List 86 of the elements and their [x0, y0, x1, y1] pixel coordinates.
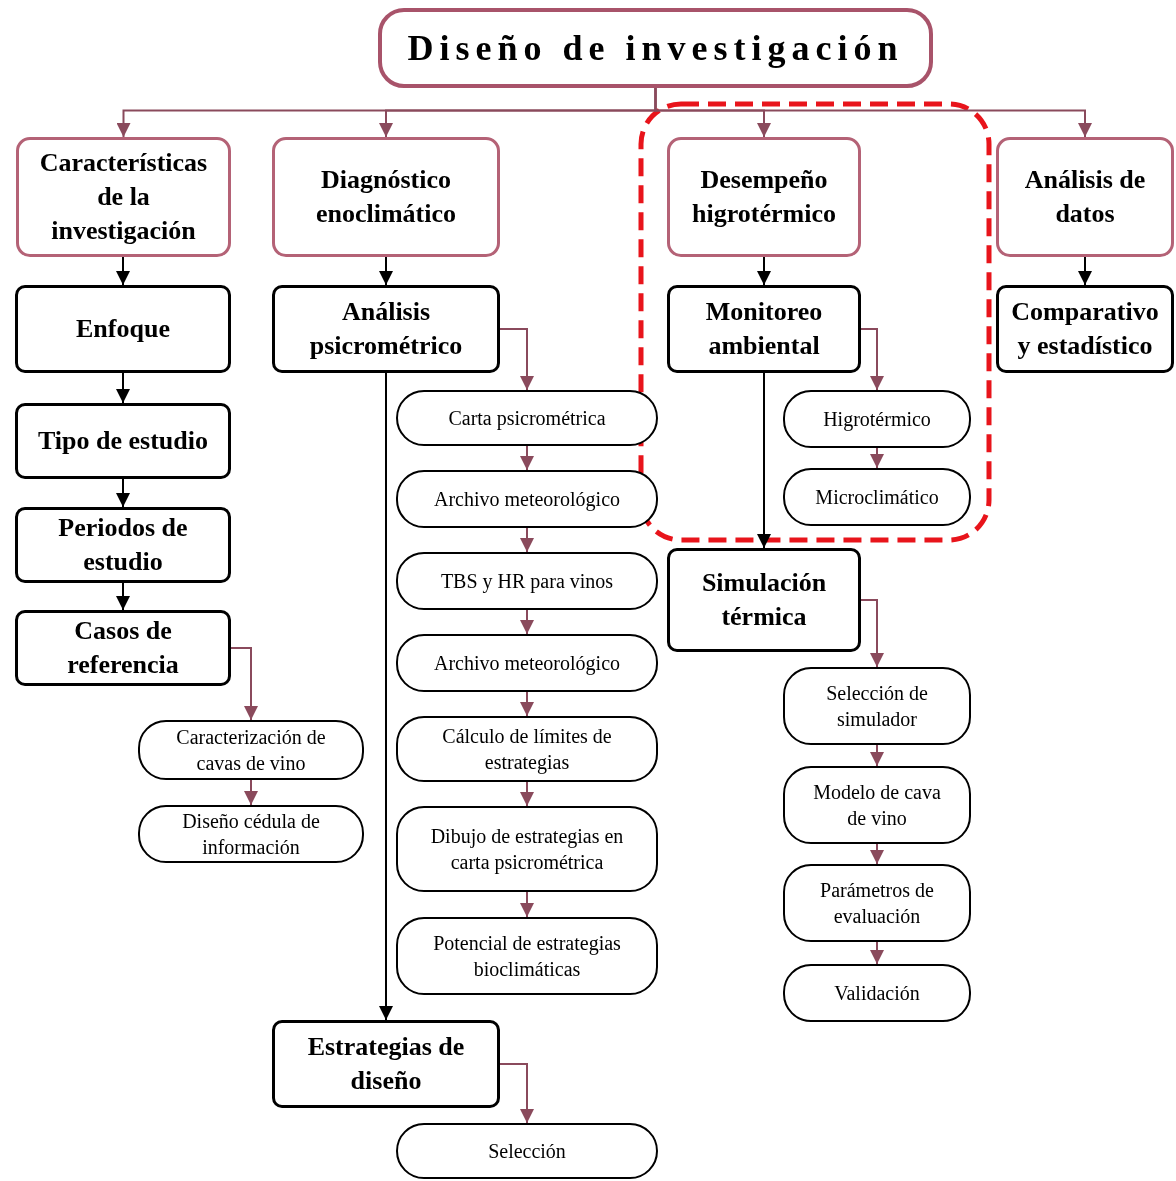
step-box: [396, 1123, 658, 1179]
process-box: [996, 285, 1174, 373]
arrow: [860, 599, 884, 668]
category-box: [272, 137, 500, 257]
process-box: [15, 507, 231, 583]
arrow: [116, 582, 130, 611]
step-box: [396, 470, 658, 528]
category-box: [16, 137, 231, 257]
node-label: Simulación térmica: [700, 567, 828, 633]
node-label: Microclimático: [815, 485, 939, 510]
arrow: [870, 744, 884, 767]
arrow: [520, 445, 534, 471]
arrow: [757, 256, 771, 286]
node-label: Desempeño higrotérmico: [691, 164, 837, 230]
arrow: [379, 372, 393, 1021]
arrow: [244, 779, 258, 806]
step-box: [783, 667, 971, 745]
arrow: [520, 691, 534, 717]
node-label: Cálculo de límites de estrategias: [441, 724, 613, 775]
step-box: [396, 806, 658, 892]
node-label: Casos de referencia: [66, 615, 180, 681]
step-box: [396, 634, 658, 692]
arrow: [870, 447, 884, 469]
node-label: Dibujo de estrategias en carta psicrométrica: [429, 824, 625, 875]
arrow: [860, 328, 884, 391]
process-box: [15, 285, 231, 373]
node-label: Estrategias de diseño: [306, 1031, 466, 1097]
node-label: Potencial de estrategias bioclimáticas: [432, 931, 622, 982]
step-box: [396, 917, 658, 995]
node-label: Comparativo y estadístico: [1011, 296, 1159, 362]
node-label: Análisis psicrométrico: [308, 296, 464, 362]
arrow: [520, 527, 534, 553]
step-box: [138, 805, 364, 863]
node-label: Tipo de estudio: [38, 425, 208, 458]
node-label: Validación: [834, 981, 920, 1006]
node-label: Caracterización de cavas de vino: [175, 725, 327, 776]
node-label: Parámetros de evaluación: [819, 878, 935, 929]
node-label: Archivo meteorológico: [433, 651, 621, 676]
node-label: Selección de simulador: [825, 681, 929, 732]
arrow: [870, 941, 884, 965]
arrow: [1078, 256, 1092, 286]
node-label: Periodos de estudio: [57, 512, 189, 578]
category-box: [996, 137, 1174, 257]
process-box: [15, 610, 231, 686]
node-label: Diagnóstico enoclimático: [314, 164, 458, 230]
step-box: [138, 720, 364, 780]
node-label: TBS y HR para vinos: [440, 569, 614, 594]
step-box: [783, 964, 971, 1022]
arrow: [379, 256, 393, 286]
arrow: [116, 478, 130, 508]
node-label: Análisis de datos: [1023, 164, 1147, 230]
arrow: [870, 843, 884, 865]
node-label: Enfoque: [76, 313, 170, 346]
process-box: [272, 285, 500, 373]
process-box: [15, 403, 231, 479]
arrow: [116, 372, 130, 404]
step-box: [396, 390, 658, 446]
node-label: Monitoreo ambiental: [704, 296, 824, 362]
node-label: Modelo de cava de vino: [812, 780, 942, 831]
node-label: Diseño de investigación: [407, 26, 904, 70]
arrow: [520, 781, 534, 807]
arrow: [757, 372, 771, 549]
arrow: [520, 891, 534, 918]
node-label: Carta psicrométrica: [448, 406, 606, 431]
node-label: Selección: [488, 1139, 566, 1164]
step-box: [783, 468, 971, 526]
step-box: [396, 552, 658, 610]
arrow: [654, 87, 1092, 138]
node-label: Diseño cédula de información: [181, 809, 321, 860]
process-box: [667, 285, 861, 373]
arrow: [499, 328, 534, 391]
arrow: [230, 647, 258, 721]
node-label: Higrotérmico: [823, 407, 931, 432]
step-box: [396, 716, 658, 782]
step-box: [783, 766, 971, 844]
title-box: [378, 8, 933, 88]
step-box: [783, 864, 971, 942]
category-box: [667, 137, 861, 257]
step-box: [783, 390, 971, 448]
node-label: Archivo meteorológico: [433, 487, 621, 512]
process-box: [272, 1020, 500, 1108]
process-box: [667, 548, 861, 652]
arrow: [116, 256, 130, 286]
arrow: [520, 609, 534, 635]
node-label: Características de la investigación: [38, 147, 209, 247]
arrow: [499, 1063, 534, 1124]
